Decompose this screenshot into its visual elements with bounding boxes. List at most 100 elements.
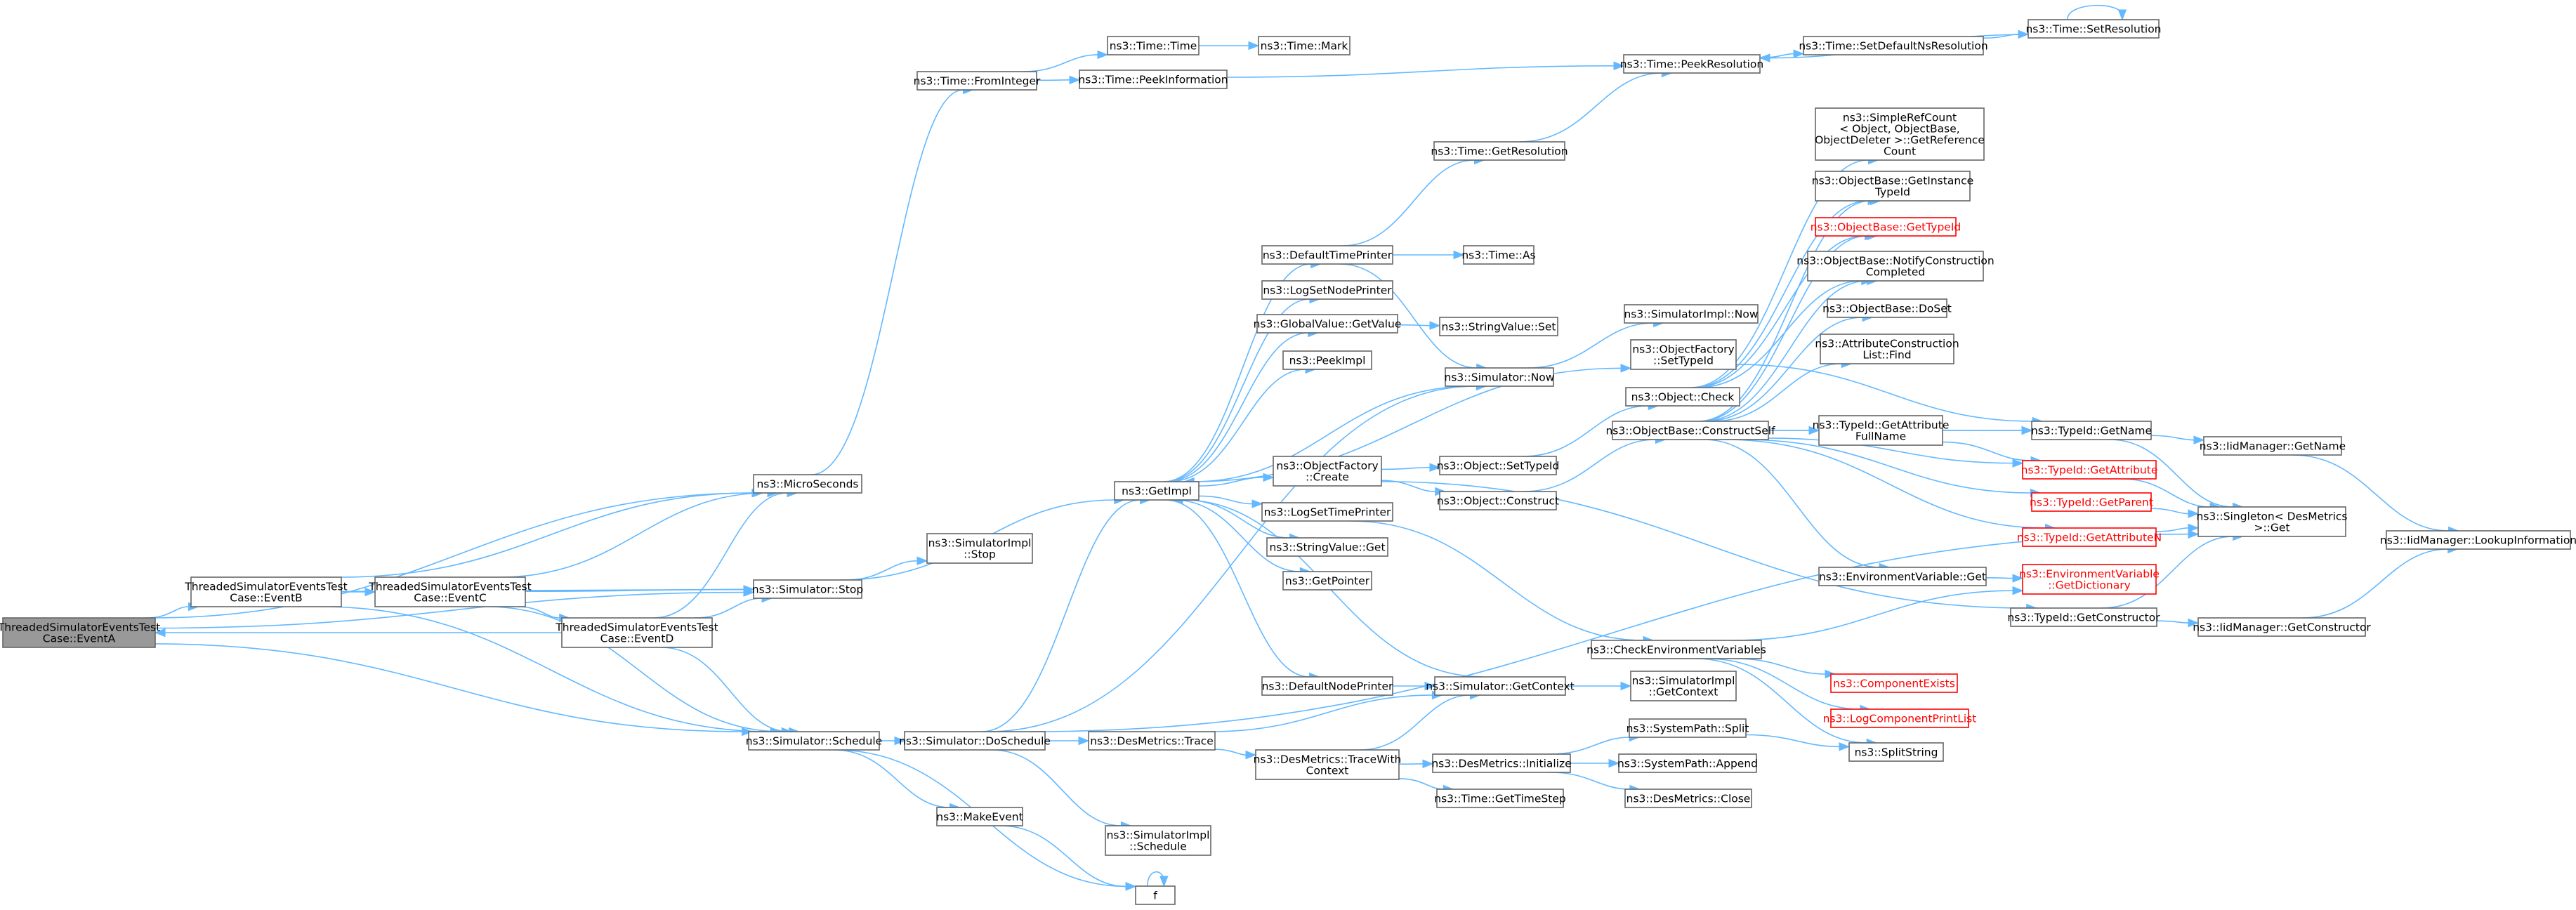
node-time-peekinfo[interactable]: ns3::Time::PeekInformation	[1078, 70, 1228, 89]
node-box	[1827, 298, 1947, 318]
node-componentexists[interactable]: ns3::ComponentExists	[1830, 673, 1958, 693]
node-logsettimeprinter[interactable]: ns3::LogSetTimePrinter	[1261, 502, 1393, 522]
node-label: ThreadedSimulatorEventsTest	[0, 621, 160, 634]
node-object-check[interactable]: ns3::Object::Check	[1625, 387, 1740, 407]
edge-line	[695, 598, 763, 619]
node-simplerefcount[interactable]: ns3::SimpleRefCount< Object, ObjectBase,…	[1815, 107, 1985, 161]
node-object-construct[interactable]: ns3::Object::Construct	[1437, 491, 1559, 510]
node-time-setdefaultns[interactable]: ns3::Time::SetDefaultNsResolution	[1799, 36, 1988, 55]
node-systempath-split[interactable]: ns3::SystemPath::Split	[1627, 718, 1749, 738]
node-label: ns3::LogSetNodePrinter	[1263, 284, 1392, 297]
node-time-mark[interactable]: ns3::Time::Mark	[1258, 36, 1351, 55]
node-label: ns3::LogComponentPrintList	[1823, 713, 1977, 725]
node-objectbase-notifyconstruction[interactable]: ns3::ObjectBase::NotifyConstructionCompl…	[1796, 251, 1995, 282]
edge-line	[1735, 364, 2033, 422]
node-time-fromint[interactable]: ns3::Time::FromInteger	[914, 71, 1041, 91]
node-box	[2, 617, 156, 648]
node-logsetnodeprinter[interactable]: ns3::LogSetNodePrinter	[1261, 280, 1393, 300]
node-simimpl-stop[interactable]: ns3::SimulatorImpl::Stop	[926, 533, 1033, 564]
node-box	[1261, 676, 1393, 696]
node-sim-doschedule[interactable]: ns3::Simulator::DoSchedule	[899, 731, 1051, 751]
node-sim-stop[interactable]: ns3::Simulator::Stop	[752, 579, 863, 599]
edge-arrowhead	[1429, 463, 1441, 472]
node-box	[1624, 789, 1752, 808]
node-time-setresolution[interactable]: ns3::Time::SetResolution	[2025, 19, 2162, 39]
node-defaultnodeprinter[interactable]: ns3::DefaultNodePrinter	[1261, 676, 1393, 696]
node-f[interactable]: f	[1135, 885, 1176, 905]
edge-arrowhead	[743, 585, 755, 594]
node-simimpl-getcontext[interactable]: ns3::SimulatorImpl::GetContext	[1630, 671, 1737, 701]
node-microseconds[interactable]: ns3::MicroSeconds	[753, 474, 862, 494]
node-globalvalue-getvalue[interactable]: ns3::GlobalValue::GetValue	[1254, 314, 1402, 334]
node-logcomponentprintlist[interactable]: ns3::LogComponentPrintList	[1823, 708, 1977, 728]
edge-line	[1398, 778, 1444, 790]
edge-line	[1730, 590, 2013, 641]
node-envvar-getdictionary[interactable]: ns3::EnvironmentVariable::GetDictionary	[2019, 564, 2160, 595]
edge-line	[1724, 439, 2046, 529]
node-box	[1255, 749, 1400, 780]
node-typeid-getconstructor[interactable]: ns3::TypeId::GetConstructor	[2007, 607, 2160, 627]
node-checkenvvars[interactable]: ns3::CheckEnvironmentVariables	[1586, 640, 1766, 659]
node-objectfactory-create[interactable]: ns3::ObjectFactory::Create	[1273, 456, 1382, 487]
edge-systempath_split-to-splitstring	[1745, 734, 1851, 751]
node-time-as[interactable]: ns3::Time::As	[1461, 245, 1536, 265]
node-iidmanager-getconstructor[interactable]: ns3::IidManager::GetConstructor	[2193, 617, 2371, 637]
node-desmetrics-initialize[interactable]: ns3::DesMetrics::Initialize	[1431, 753, 1572, 773]
edge-arrowhead	[742, 727, 754, 737]
node-iidmanager-lookupinfo[interactable]: ns3::IidManager::LookupInformation	[2380, 530, 2576, 550]
edge-line	[1703, 439, 1880, 568]
edge-sim_doschedule-to-sim_now	[987, 381, 1487, 732]
node-label: ns3::GlobalValue::GetValue	[1254, 318, 1402, 331]
node-time-peekresolution[interactable]: ns3::Time::PeekResolution	[1620, 54, 1763, 74]
node-simimpl-schedule[interactable]: ns3::SimulatorImpl::Schedule	[1105, 825, 1211, 856]
node-objectbase-doset[interactable]: ns3::ObjectBase::DoSet	[1822, 298, 1952, 318]
node-desmetrics-close[interactable]: ns3::DesMetrics::Close	[1624, 789, 1752, 808]
edge-arrowhead	[1608, 758, 1620, 768]
node-stringvalue-set[interactable]: ns3::StringValue::Set	[1439, 317, 1558, 336]
node-simimpl-now[interactable]: ns3::SimulatorImpl::Now	[1624, 304, 1759, 324]
node-getpointer[interactable]: ns3::GetPointer	[1282, 571, 1372, 591]
node-label: ns3::TypeId::GetAttributeN	[2017, 532, 2162, 544]
node-stringvalue-get[interactable]: ns3::StringValue::Get	[1266, 537, 1388, 557]
node-time-gettimestep[interactable]: ns3::Time::GetTimeStep	[1434, 789, 1566, 808]
node-objectbase-gettypeid[interactable]: ns3::ObjectBase::GetTypeId	[1811, 217, 1961, 237]
node-sim-getcontext[interactable]: ns3::Simulator::GetContext	[1426, 676, 1575, 696]
node-typeid-getparent[interactable]: ns3::TypeId::GetParent	[2030, 492, 2153, 512]
edge-iidmanager_getconstructor-to-iidmanager_lookupinfo	[2302, 544, 2459, 619]
node-splitstring[interactable]: ns3::SplitString	[1848, 742, 1944, 762]
edge-line	[340, 492, 752, 578]
node-typeid-getattributen[interactable]: ns3::TypeId::GetAttributeN	[2017, 527, 2162, 547]
node-systempath-append[interactable]: ns3::SystemPath::Append	[1617, 753, 1758, 773]
node-objectbase-constructself[interactable]: ns3::ObjectBase::ConstructSelf	[1605, 421, 1775, 440]
node-typeid-getname[interactable]: ns3::TypeId::GetName	[2031, 421, 2152, 440]
node-box	[1439, 456, 1557, 475]
node-time-time[interactable]: ns3::Time::Time	[1107, 36, 1200, 55]
node-desmetrics-trace[interactable]: ns3::DesMetrics::Trace	[1088, 731, 1216, 751]
node-label: ns3::TypeId::GetConstructor	[2007, 612, 2160, 624]
edge-arrowhead	[2012, 574, 2024, 583]
node-typeid-getattribute[interactable]: ns3::TypeId::GetAttribute	[2021, 460, 2158, 480]
node-sim-schedule[interactable]: ns3::Simulator::Schedule	[746, 731, 882, 751]
node-envvar-get[interactable]: ns3::EnvironmentVariable::Get	[1818, 567, 1987, 586]
node-iidmanager-getname[interactable]: ns3::IidManager::GetName	[2200, 436, 2346, 456]
edge-line	[155, 591, 744, 629]
node-getimpl[interactable]: ns3::GetImpl	[1114, 481, 1200, 501]
node-label: >::Get	[2254, 522, 2289, 534]
node-time-getresolution[interactable]: ns3::Time::GetResolution	[1431, 141, 1568, 161]
node-defaulttimeprinter[interactable]: ns3::DefaultTimePrinter	[1261, 245, 1393, 265]
node-singleton-get[interactable]: ns3::Singleton< DesMetrics>::Get	[2197, 506, 2348, 537]
node-peekimpl[interactable]: ns3::PeekImpl	[1282, 350, 1372, 370]
node-objectfactory-settypeid[interactable]: ns3::ObjectFactory::SetTypeId	[1630, 339, 1737, 370]
node-object-settypeid[interactable]: ns3::Object::SetTypeId	[1437, 456, 1560, 475]
node-makeevent[interactable]: ns3::MakeEvent	[936, 807, 1023, 826]
node-sim-now[interactable]: ns3::Simulator::Now	[1445, 367, 1555, 387]
node-box	[1433, 141, 1565, 161]
